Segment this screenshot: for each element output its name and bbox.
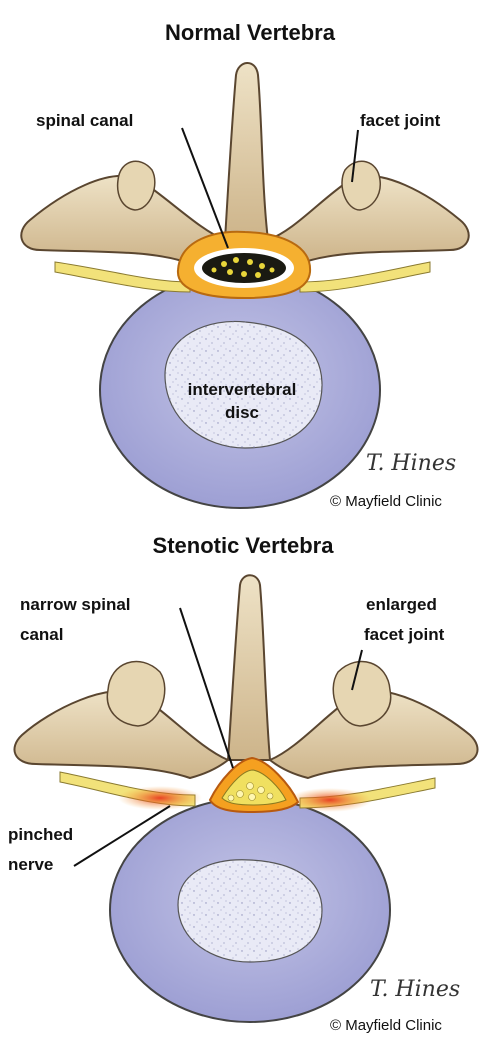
enlarged-facet-label-line1: enlarged [366, 595, 437, 614]
narrow-canal-label-line1: narrow spinal [20, 595, 131, 614]
facet-joint-leader [351, 129, 359, 183]
stenotic-vertebral-body [109, 797, 391, 1023]
artist-signature: T. Hines [366, 451, 456, 476]
narrow-canal-leader [179, 607, 234, 769]
left-inflamed-nerve [118, 786, 202, 810]
enlarged-facet-leader [351, 649, 363, 691]
artist-signature-bottom: T. Hines [370, 977, 460, 1002]
stenotic-vertebra-title: Stenotic Vertebra [153, 533, 335, 558]
stenotic-vertebra-figure: Stenotic Vertebra [8, 533, 479, 1034]
narrow-spinal-canal [208, 756, 300, 814]
pinched-nerve-label-line2: nerve [8, 855, 53, 874]
copyright-credit-bottom: © Mayfield Clinic [330, 1017, 442, 1034]
vertebral-body [99, 271, 381, 509]
right-inflamed-nerve [288, 788, 372, 812]
normal-vertebra-title: Normal Vertebra [165, 20, 336, 45]
pinched-nerve-label-line1: pinched [8, 825, 73, 844]
pinched-nerve-leader [73, 805, 171, 867]
stenotic-vertebral-arch [13, 574, 479, 780]
narrow-canal-label-line2: canal [20, 625, 63, 644]
copyright-credit: © Mayfield Clinic [330, 493, 442, 510]
nerve-roots [54, 261, 431, 293]
disc-label-line1: intervertebral [188, 380, 297, 399]
facet-joint-label: facet joint [360, 111, 441, 130]
spinal-canal-leader [181, 127, 229, 249]
spinal-canal [176, 230, 312, 300]
enlarged-facet-label-line2: facet joint [364, 625, 445, 644]
vertebral-arch [20, 62, 470, 264]
stenotic-nerve-roots [59, 771, 436, 812]
normal-vertebra-figure: Normal Vertebra [20, 20, 470, 510]
disc-label-line2: disc [225, 403, 259, 422]
spinal-canal-label: spinal canal [36, 111, 133, 130]
